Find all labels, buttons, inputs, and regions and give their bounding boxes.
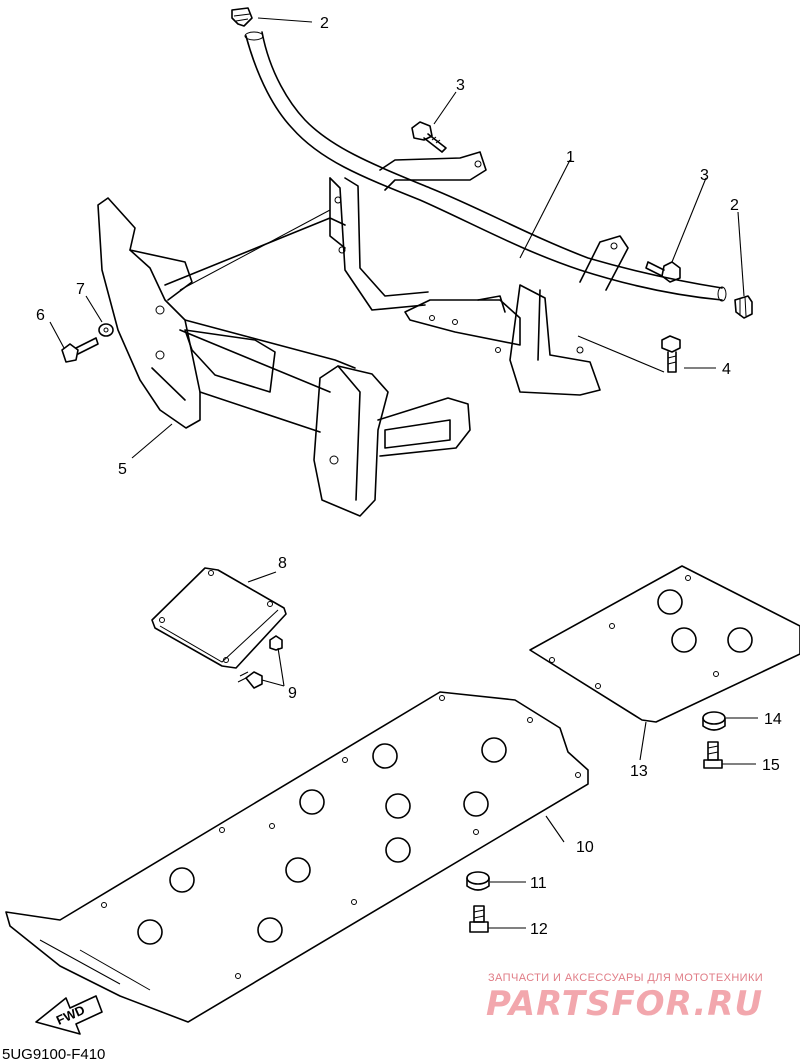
nut-part-14	[702, 711, 726, 731]
callout-14: 14	[764, 711, 782, 728]
diagram-code: 5UG9100-F410	[2, 1046, 106, 1063]
watermark-tagline: ЗАПЧАСТИ И АКСЕССУАРЫ ДЛЯ МОТОТЕХНИКИ	[488, 972, 764, 984]
bolt-part-3-upper	[411, 121, 447, 153]
cap-part-2-left	[231, 7, 253, 27]
callout-1: 1	[566, 149, 575, 166]
bolt-part-9	[237, 635, 283, 689]
screw-part-6	[61, 337, 99, 363]
callout-5: 5	[118, 461, 127, 478]
watermark-brand: PARTSFOR.RU	[486, 984, 764, 1024]
callout-10: 10	[576, 839, 594, 856]
callout-9: 9	[288, 685, 297, 702]
leader-lines	[49, 17, 758, 929]
front-guard-part-5	[97, 197, 471, 517]
bolt-part-4	[661, 335, 681, 373]
callout-4: 4	[722, 361, 731, 378]
callout-labels: 1 2 2 3 3 4 5 6 7 8 9 10 11 12 13 14 15	[36, 15, 782, 938]
callout-13: 13	[630, 763, 648, 780]
callout-12: 12	[530, 921, 548, 938]
bolt-part-12	[469, 905, 489, 933]
callout-8: 8	[278, 555, 287, 572]
skid-plate-part-10	[5, 691, 589, 1023]
fwd-arrow-icon: FWD	[35, 995, 103, 1035]
callout-11: 11	[530, 875, 547, 892]
callout-15: 15	[762, 757, 780, 774]
fwd-label: FWD	[54, 1002, 87, 1028]
callout-2-left: 2	[320, 15, 329, 32]
callout-2-right: 2	[730, 197, 739, 214]
nut-part-11	[466, 871, 490, 891]
skid-plate-part-13	[529, 565, 800, 723]
callout-3-right: 3	[700, 167, 709, 184]
bolt-part-15	[703, 741, 723, 769]
callout-3-upper: 3	[456, 77, 465, 94]
cap-part-2-right	[734, 295, 753, 319]
callout-6: 6	[36, 307, 45, 324]
washer-part-7	[98, 323, 114, 337]
plate-part-8	[151, 567, 287, 669]
front-bar-part-1	[179, 31, 727, 396]
callout-7: 7	[76, 281, 85, 298]
